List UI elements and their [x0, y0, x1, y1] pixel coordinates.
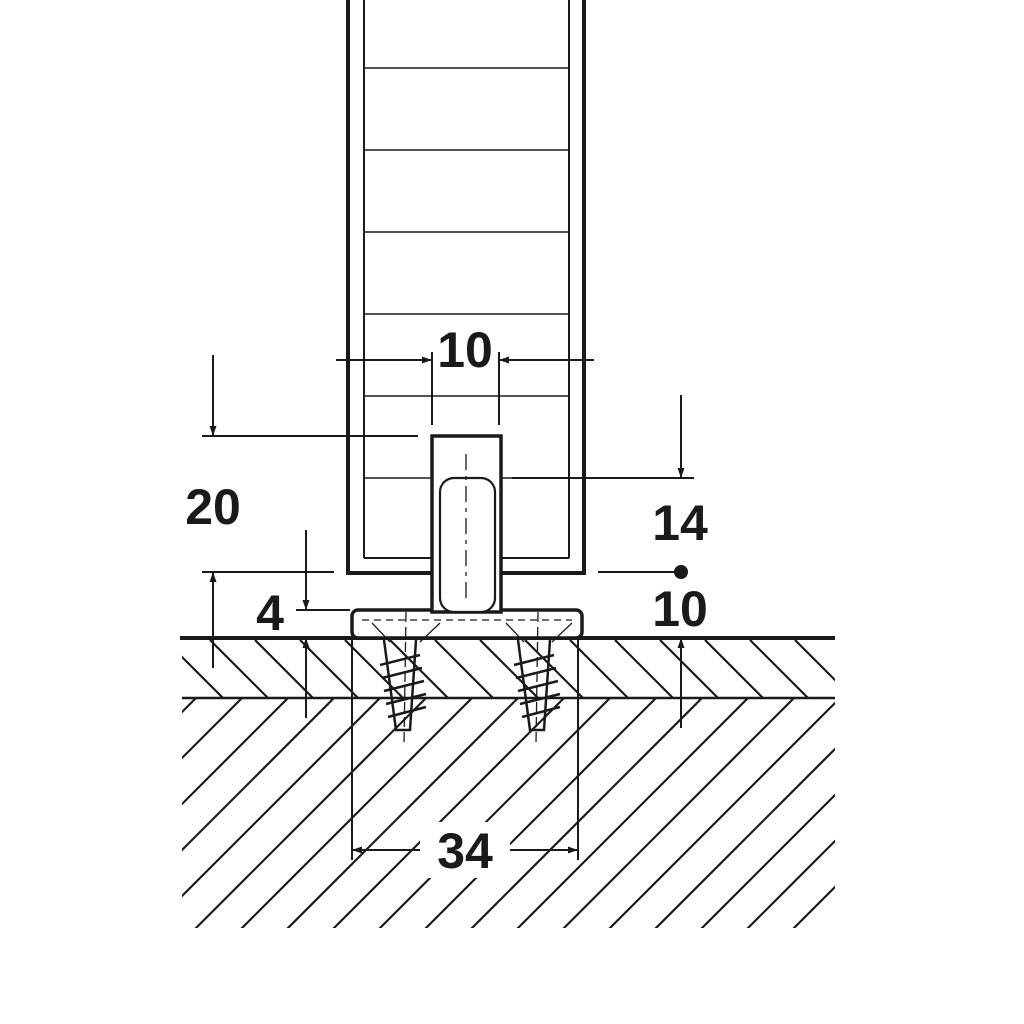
hatch-line	[614, 640, 674, 698]
floor-guide	[350, 434, 584, 640]
hatch-line	[746, 839, 835, 928]
dimension-label-base-thickness: 4	[256, 585, 284, 641]
guide-base-plate	[350, 608, 584, 640]
hatch-line	[434, 640, 494, 698]
dimension-overall-height	[202, 355, 418, 668]
hatch-line	[562, 698, 795, 928]
hatch-line	[182, 698, 197, 714]
hatch-line	[840, 640, 898, 698]
dimension-guide-height	[512, 395, 694, 479]
hatch-line	[332, 698, 565, 928]
hatch-line	[182, 698, 381, 898]
dimension-base-thickness	[296, 530, 350, 718]
hatch-line	[885, 640, 943, 698]
floor-substrate-layer	[0, 698, 1024, 930]
hatch-line	[182, 698, 243, 760]
hatch-line	[516, 698, 749, 928]
hatch-line	[182, 655, 224, 698]
dimension-label-overall-height: 20	[185, 479, 241, 535]
hatch-line	[704, 640, 764, 698]
floor-covering-layer	[120, 640, 943, 698]
hatch-line	[254, 640, 314, 698]
hatch-line	[608, 701, 835, 928]
hatch-line	[792, 885, 835, 928]
screw-left	[371, 611, 441, 745]
hatch-line	[700, 793, 835, 928]
hatch-line	[120, 640, 178, 698]
hatch-line	[0, 698, 150, 930]
dimension-label-guide-height: 14	[652, 495, 708, 551]
hatch-line	[286, 698, 519, 928]
hatch-line	[470, 698, 703, 928]
hatch-line	[182, 698, 289, 806]
dimension-label-base-width: 34	[437, 823, 493, 879]
dimension-base-width	[351, 640, 579, 860]
hatch-line	[569, 640, 629, 698]
dimension-clearance	[598, 571, 685, 728]
hatch-line	[794, 640, 835, 682]
hatch-line	[749, 640, 809, 698]
hatch-line	[654, 747, 835, 928]
dimension-guide-width	[336, 352, 594, 425]
dimension-label-guide-width: 10	[437, 322, 493, 378]
clearance-reference-dot	[674, 565, 688, 579]
hatch-line	[424, 698, 657, 928]
hatch-line	[240, 698, 473, 928]
hatch-line	[659, 640, 719, 698]
hatch-line	[182, 698, 335, 852]
hatch-line	[838, 698, 1024, 930]
screw-right	[505, 611, 573, 745]
hatch-line	[209, 640, 269, 698]
hatch-line	[378, 698, 611, 928]
hatch-line	[194, 698, 427, 928]
hatch-line	[884, 698, 1024, 930]
hatch-line	[299, 640, 359, 698]
dimension-label-clearance: 10	[652, 581, 708, 637]
dimension-label-backdrop	[420, 822, 510, 878]
